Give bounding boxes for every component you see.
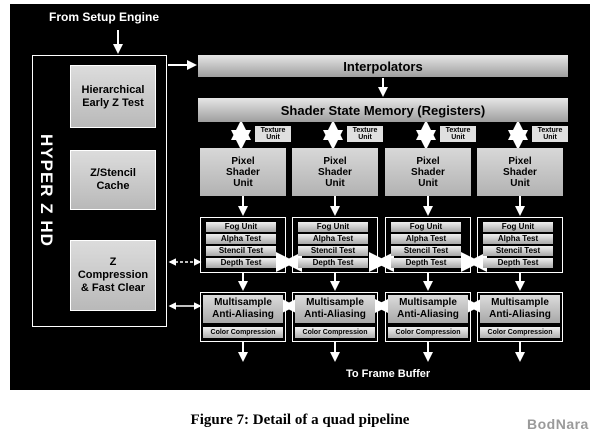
texture-unit-label: Texture Unit — [440, 126, 476, 142]
texture-unit-label: Texture Unit — [532, 126, 568, 142]
test-stage-item: Alpha Test — [206, 234, 276, 244]
test-stage-item: Fog Unit — [298, 222, 368, 232]
hierarchical-early-z-block: Hierarchical Early Z Test — [70, 65, 156, 128]
test-stage-item: Stencil Test — [298, 246, 368, 256]
test-stage-item: Depth Test — [298, 258, 368, 268]
test-stage-item: Stencil Test — [483, 246, 553, 256]
test-stage-item: Fog Unit — [206, 222, 276, 232]
figure-caption: Figure 7: Detail of a quad pipeline — [190, 412, 410, 428]
from-setup-engine-label: From Setup Engine — [49, 10, 160, 24]
test-stage-item: Stencil Test — [391, 246, 461, 256]
hyper-z-title: HYPER Z HD — [37, 133, 56, 247]
texture-unit-label: Texture Unit — [347, 126, 383, 142]
color-compression-label: Color Compression — [480, 327, 560, 338]
texture-unit-label: Texture Unit — [255, 126, 291, 142]
multisample-aa-label: Multisample Anti-Aliasing — [295, 295, 375, 323]
test-stage-item: Alpha Test — [391, 234, 461, 244]
test-stage-item: Alpha Test — [483, 234, 553, 244]
z-compression-block: Z Compression & Fast Clear — [70, 240, 156, 311]
color-compression-label: Color Compression — [388, 327, 468, 338]
color-compression-label: Color Compression — [295, 327, 375, 338]
multisample-aa-label: Multisample Anti-Aliasing — [480, 295, 560, 323]
test-stage-item: Stencil Test — [206, 246, 276, 256]
color-compression-label: Color Compression — [203, 327, 283, 338]
pixel-shader-unit: Pixel Shader Unit — [477, 148, 563, 196]
pixel-shader-unit: Pixel Shader Unit — [200, 148, 286, 196]
multisample-aa-label: Multisample Anti-Aliasing — [203, 295, 283, 323]
interpolators-bar: Interpolators — [198, 55, 568, 77]
test-stage-item: Fog Unit — [391, 222, 461, 232]
test-stage-item: Depth Test — [206, 258, 276, 268]
test-stage-item: Depth Test — [391, 258, 461, 268]
test-stage-item: Depth Test — [483, 258, 553, 268]
test-stage-item: Fog Unit — [483, 222, 553, 232]
watermark-logo: BodNara — [527, 416, 589, 432]
z-stencil-cache-block: Z/Stencil Cache — [70, 150, 156, 210]
to-frame-buffer-label: To Frame Buffer — [346, 368, 431, 380]
shader-state-memory-bar: Shader State Memory (Registers) — [198, 98, 568, 122]
test-stage-item: Alpha Test — [298, 234, 368, 244]
pixel-shader-unit: Pixel Shader Unit — [292, 148, 378, 196]
hyper-z-frame — [32, 55, 167, 327]
multisample-aa-label: Multisample Anti-Aliasing — [388, 295, 468, 323]
pixel-shader-unit: Pixel Shader Unit — [385, 148, 471, 196]
